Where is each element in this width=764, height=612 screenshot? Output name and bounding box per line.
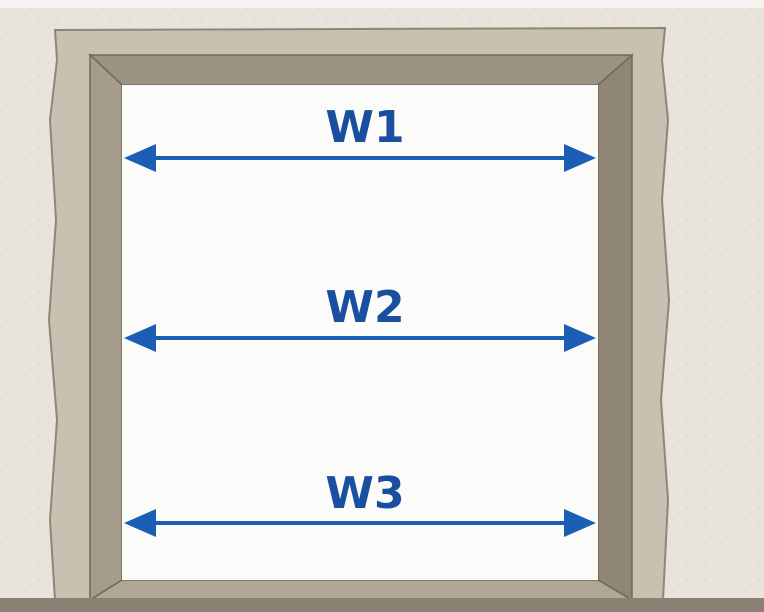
window-opening xyxy=(122,85,598,580)
w3-label: W3 xyxy=(325,468,404,519)
top-border xyxy=(0,0,764,8)
w2-label: W2 xyxy=(325,282,404,333)
w1-arrow xyxy=(124,144,596,172)
w3-arrow xyxy=(124,509,596,537)
floor-strip xyxy=(0,598,764,612)
frame-reveal-left xyxy=(89,53,123,602)
w2-arrow xyxy=(124,324,596,352)
w1-label: W1 xyxy=(325,102,404,153)
frame-sill xyxy=(87,579,635,601)
frame-reveal-top xyxy=(88,54,634,86)
frame-reveal-right xyxy=(597,53,633,602)
